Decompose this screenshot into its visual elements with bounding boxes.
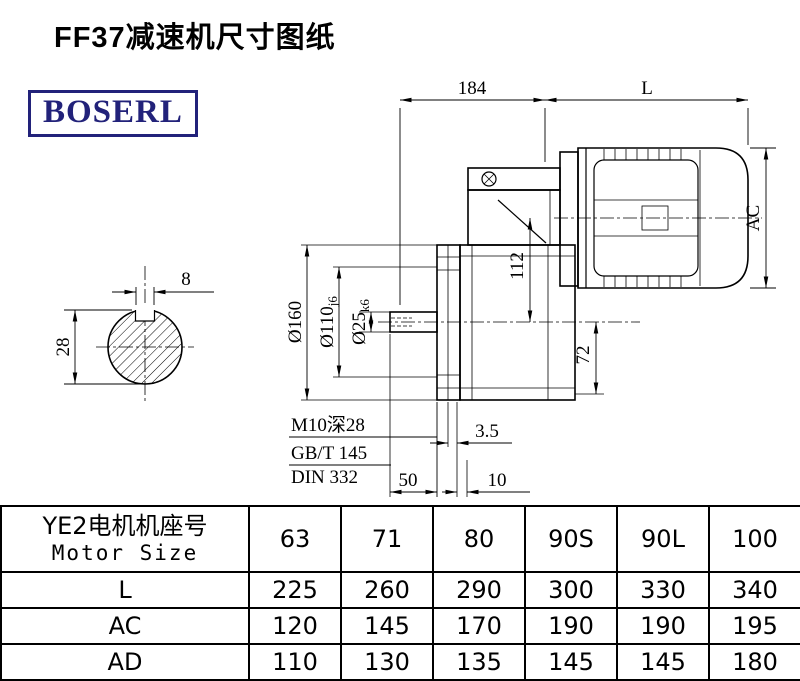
dim-value-cell: 145 [524,643,618,681]
dim-value-cell: 145 [340,607,434,645]
size-col-header: 100 [708,505,800,573]
dim-value-cell: 300 [524,571,618,609]
dim-row-label: AD [0,643,250,681]
diameter-dimensions: Ø160 Ø110j6 Ø25k6 [285,244,437,401]
dim-label-10: 10 [488,470,507,491]
dim-label-spigot-dia: Ø110j6 [317,296,340,348]
dim-label-flange-dia: Ø160 [285,301,306,343]
note-standard-gb: GB/T 145 [291,443,367,464]
dim-value-cell: 120 [248,607,342,645]
dim-value-cell: 145 [616,643,710,681]
table-row-AC: AC 120 145 170 190 190 195 [0,607,800,645]
dim-label-72: 72 [573,346,594,365]
dim-value-cell: 110 [248,643,342,681]
small-dimensions: 3.5 50 10 [389,334,530,497]
dim-label-3-5: 3.5 [475,421,499,442]
output-flange [436,244,461,401]
dim-label-112: 112 [507,252,528,280]
dim-value-cell: 170 [432,607,526,645]
dim-label-section-height: 28 [53,338,74,357]
size-col-header: 90L [616,505,710,573]
header-motor-size-cell: YE2电机机座号 Motor Size [0,505,250,573]
motor-outline [554,147,762,289]
notes-block: M10深28 GB/T 145 DIN 332 [289,402,438,497]
shaft-cross-section: 8 28 [53,266,214,402]
size-col-header: 90S [524,505,618,573]
dim-value-cell: 195 [708,607,800,645]
dim-label-shaft-dia: Ø25k6 [349,299,372,345]
header-en: Motor Size [51,540,199,565]
table-header-row: YE2电机机座号 Motor Size 63 71 80 90S 90L 100 [0,505,800,573]
dim-value-cell: 340 [708,571,800,609]
note-tapped-hole: M10深28 [291,414,365,436]
dim-row-label: L [0,571,250,609]
ac-dimension: AC [743,147,776,289]
size-col-header: 63 [248,505,342,573]
vertical-dimensions: 112 72 [507,218,604,395]
dim-label-keyway-width: 8 [181,269,191,290]
table-row-AD: AD 110 130 135 145 145 180 [0,643,800,681]
dim-label-AC: AC [743,205,764,231]
dim-value-cell: 135 [432,643,526,681]
dim-row-label: AC [0,607,250,645]
dimension-drawing: 8 28 184 L [53,78,776,497]
note-standard-din: DIN 332 [291,467,358,488]
dim-value-cell: 260 [340,571,434,609]
top-dimensions: 184 L [399,78,749,305]
dim-label-50: 50 [399,470,418,491]
dim-value-cell: 180 [708,643,800,681]
table-row-L: L 225 260 290 300 330 340 [0,571,800,609]
size-col-header: 71 [340,505,434,573]
dim-value-cell: 130 [340,643,434,681]
eyebolt-icon [481,171,497,187]
dim-label-184: 184 [458,78,487,99]
dim-value-cell: 290 [432,571,526,609]
dim-value-cell: 190 [616,607,710,645]
page-title: FF37减速机尺寸图纸 [54,22,336,54]
motor-size-table: YE2电机机座号 Motor Size 63 71 80 90S 90L 100… [0,505,800,681]
brand-logo: BOSERL [28,90,198,138]
size-col-header: 80 [432,505,526,573]
dim-value-cell: 225 [248,571,342,609]
header-cn: YE2电机机座号 [42,512,208,540]
dim-value-cell: 330 [616,571,710,609]
dim-label-L: L [641,78,653,99]
motor-body [577,147,749,289]
dim-value-cell: 190 [524,607,618,645]
